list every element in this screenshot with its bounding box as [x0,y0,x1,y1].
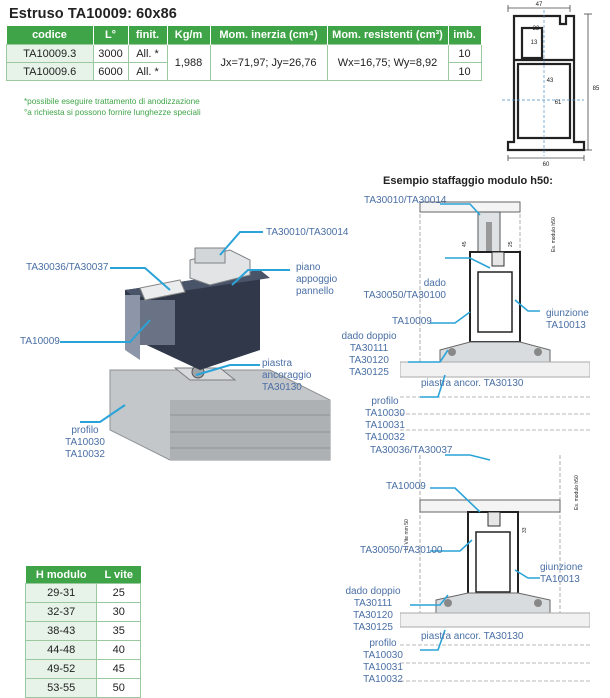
dim-61: 61 [555,100,562,106]
dim-bottom: 60 [543,162,550,168]
s2-dado-label: TA30050/TA30100 [360,545,443,556]
dim-top: 47 [536,2,543,8]
s2-giunzione-label: giunzione TA10013 [540,562,583,585]
dim-module: Es. modulo h50 [574,475,580,510]
s2-top-label: TA30036/TA30037 [370,445,453,456]
dim-screw: L. Vite mm 50 [404,519,410,550]
s2-ta10009-label: TA10009 [386,481,426,492]
cell-codice: TA10009.6 [6,62,94,81]
table-row: TA10009.3 3000 All. * 1,988 Jx=71,97; Jy… [6,44,482,81]
label-profilo: profilo TA10030 TA10032 [65,425,105,460]
label-ta30010: TA30010/TA30014 [266,227,349,238]
s2-dado-doppio-label: dado doppio TA30111 TA30120 TA30125 [345,586,401,633]
cell-imb: 10 [447,62,482,81]
col-inerzia: Mom. inerzia (cm⁴) [210,26,328,45]
cell-length: 6000 [92,62,129,81]
col-codice: codice [6,26,94,45]
note-lengths: °a richiesta si possono fornire lunghezz… [24,108,201,117]
col-resistenti: Mom. resistenti (cm³) [327,26,449,45]
label-ta30036: TA30036/TA30037 [26,262,109,273]
table-row: TA10009.6 6000 All. * 10 [6,62,482,81]
label-ta10009: TA10009 [20,336,60,347]
example-title: Esempio staffaggio modulo h50: [383,175,553,187]
section-drawing-2: Es. modulo h50 L. Vite mm 50 33 [400,455,590,682]
s2-piastra-label: piastra ancor. TA30130 [421,631,524,642]
s1-dado-label: dado TA30050/TA30100 [363,278,446,301]
cell-kgm: 1,988 [166,44,211,81]
col-length: L° [93,26,129,45]
col-finish: finit. [128,26,168,45]
dim-module: Es. modulo h50 [551,217,557,252]
label-piastra: piastra ancoraggio TA30130 [262,358,312,393]
col-h-modulo: H modulo [25,566,97,584]
dim-c: 33 [522,527,528,533]
dim-85: 85 [593,86,600,92]
page-title: Estruso TA10009: 60x86 [9,6,177,22]
screw-header-row: H modulo L vite [25,566,141,584]
s2-profilo-label: profilo TA10030 TA10031 TA10032 [363,638,403,685]
notes: *possibile eseguire trattamento di anodi… [24,96,201,118]
spec-table: codice L° finit. Kg/m Mom. inerzia (cm⁴)… [6,26,482,81]
col-kgm: Kg/m [167,26,211,45]
s1-ta10009-label: TA10009 [392,316,432,327]
dim-c: 25 [508,241,514,247]
section-drawing-1: Es. modulo h50 45 25 [400,201,590,431]
cell-resistenti: Wx=16,75; Wy=8,92 [326,44,449,81]
assembly-illustration [109,247,331,461]
col-imb: imb. [448,26,482,45]
note-anodize: *possibile eseguire trattamento di anodi… [24,97,200,106]
cell-codice: TA10009.3 [6,44,94,63]
label-piano: piano appoggio pannello [296,262,338,297]
s1-giunzione-label: giunzione TA10013 [546,308,589,331]
cell-finish: All. * [127,62,168,81]
col-l-vite: L vite [96,566,141,584]
dim-13: 13 [531,40,538,46]
s1-piastra-label: piastra ancor. TA30130 [421,378,524,389]
dim-b: 45 [462,241,468,247]
dim-22: 22 [533,26,540,32]
s1-dado-doppio-label: dado doppio TA30111 TA30120 TA30125 [341,331,397,378]
s1-profilo-label: profilo TA10030 TA10031 TA10032 [365,396,405,443]
profile-section-drawing: 47 22 13 43 61 85 60 [502,2,600,168]
dim-43: 43 [547,78,554,84]
s1-top-label: TA30010/TA30014 [364,195,447,206]
spec-header-row: codice L° finit. Kg/m Mom. inerzia (cm⁴)… [6,26,482,45]
cell-inerzia: Jx=71,97; Jy=26,76 [209,44,328,81]
